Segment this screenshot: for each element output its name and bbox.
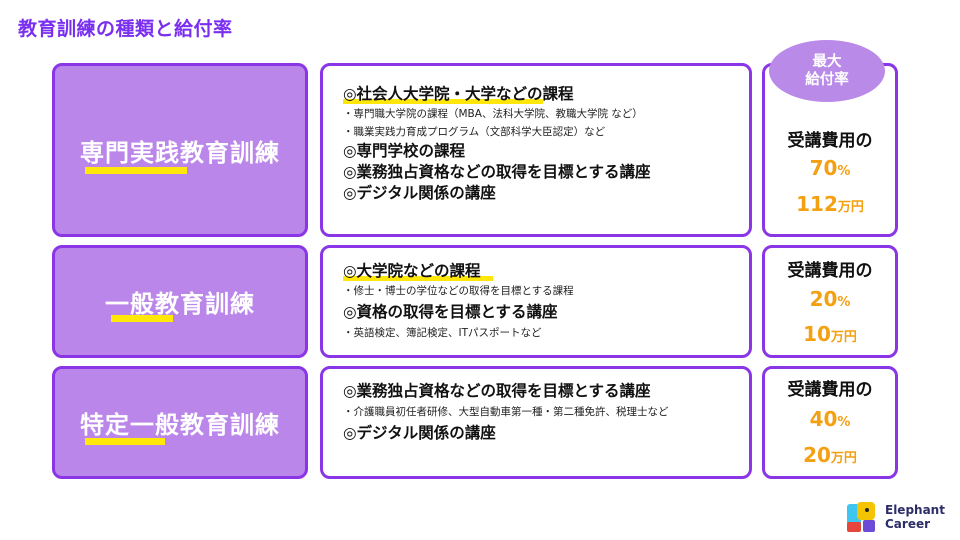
course-example: ・介護職員初任者研修、大型自動車第一種・第二種免許、税理士など	[343, 406, 669, 418]
benefit-rate: 40%	[809, 407, 851, 431]
logo-text-line2: Career	[885, 517, 931, 531]
training-type-title: 特定一般教育訓練	[80, 411, 280, 439]
course-list-card: ◎業務独占資格などの取得を目標とする講座 ・介護職員初任者研修、大型自動車第一種…	[320, 366, 752, 479]
course-list-card: ◎社会人大学院・大学などの課程 ・専門職大学院の課程（MBA、法科大学院、教職大…	[320, 63, 752, 237]
course-heading: ◎社会人大学院・大学などの課程	[343, 85, 574, 104]
course-example: ・英語検定、簿記検定、ITパスポートなど	[343, 327, 542, 339]
benefit-rate-card: 受講費用の 40% 20万円	[762, 366, 898, 479]
course-heading: ◎業務独占資格などの取得を目標とする講座	[343, 382, 651, 400]
benefit-rate: 20%	[809, 287, 851, 311]
page-title: 教育訓練の種類と給付率	[18, 18, 233, 40]
training-type-card-tokutei: 特定一般教育訓練	[52, 366, 308, 479]
course-heading: ◎業務独占資格などの取得を目標とする講座	[343, 163, 651, 181]
cost-label: 受講費用の	[787, 261, 873, 281]
course-heading: ◎資格の取得を目標とする講座	[343, 303, 558, 321]
course-heading: ◎デジタル関係の講座	[343, 424, 496, 442]
max-rate-badge: 最大 給付率	[769, 40, 885, 102]
highlight-bar	[85, 438, 165, 445]
highlight-bar	[111, 315, 173, 322]
course-heading: ◎大学院などの課程	[343, 260, 749, 282]
logo-text-line1: Elephant	[885, 503, 945, 517]
cost-label: 受講費用の	[787, 131, 873, 151]
highlight-bar	[85, 167, 187, 174]
elephant-career-logo: Elephant Career	[845, 500, 945, 534]
benefit-rate-card: 受講費用の 20% 10万円	[762, 245, 898, 358]
course-example: ・修士・博士の学位などの取得を目標とする課程	[343, 285, 574, 297]
benefit-rate: 70%	[809, 156, 851, 180]
course-example: ・職業実践力育成プログラム（文部科学大臣認定）など	[343, 126, 606, 138]
cost-label: 受講費用の	[787, 380, 873, 400]
benefit-max-amount: 10万円	[803, 322, 857, 346]
training-type-title: 専門実践教育訓練	[80, 138, 280, 167]
course-list-card: ◎大学院などの課程 ・修士・博士の学位などの取得を目標とする課程 ◎資格の取得を…	[320, 245, 752, 358]
training-type-card-senmon: 専門実践教育訓練	[52, 63, 308, 237]
course-heading: ◎専門学校の課程	[343, 142, 466, 160]
training-type-title: 一般教育訓練	[105, 290, 255, 318]
elephant-icon	[847, 502, 875, 532]
course-example: ・専門職大学院の課程（MBA、法科大学院、教職大学院 など）	[343, 108, 643, 120]
training-type-card-ippan: 一般教育訓練	[52, 245, 308, 358]
benefit-max-amount: 112万円	[796, 192, 864, 216]
course-heading: ◎デジタル関係の講座	[343, 184, 496, 202]
benefit-max-amount: 20万円	[803, 443, 857, 467]
